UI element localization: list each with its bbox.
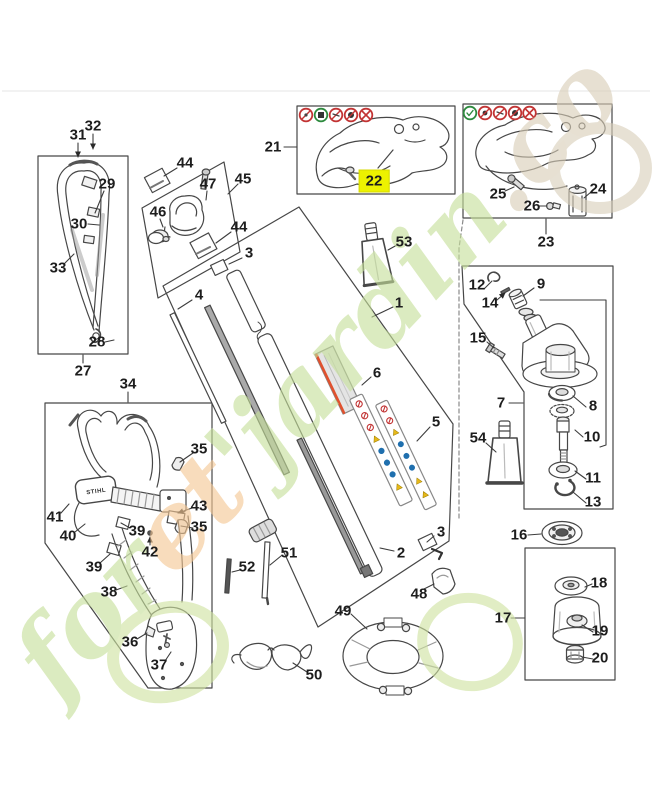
- prohibition-disc-icon: [343, 107, 359, 123]
- mandatory-check-icon: [462, 105, 478, 121]
- part-mowing-head-group: [552, 576, 602, 664]
- prohibition-saw-icon: [492, 105, 508, 121]
- dashed-connector: [458, 219, 464, 521]
- part-goggles-50: [231, 642, 313, 671]
- part-clamp-group: [143, 167, 229, 276]
- leader-22: [377, 149, 394, 169]
- part-plug-48: [431, 567, 456, 595]
- prohibition-saw-icon: [328, 107, 344, 123]
- box-housing-23: [462, 103, 613, 219]
- box-gearbox: [461, 265, 614, 510]
- watermark-swirl: [417, 592, 523, 692]
- prohibition-cross-icon: [522, 105, 537, 121]
- prohibition-cross-icon: [358, 107, 374, 123]
- part-pictogram-strip-a: [349, 393, 413, 507]
- leader-lines: [60, 133, 607, 673]
- box-drive-tube: [162, 206, 454, 628]
- part-label-22[interactable]: 22: [358, 169, 390, 193]
- part-pictogram-strip-b: [375, 399, 437, 511]
- box-mowing-head: [524, 547, 616, 681]
- box-double-harness: [44, 402, 213, 689]
- warning-icon-strip-right: [462, 105, 537, 121]
- part-gearbox-group: [485, 271, 598, 546]
- prohibition-icon: [477, 105, 493, 121]
- part-shoulder-strap: [56, 159, 111, 344]
- mandatory-square-icon: [313, 107, 329, 123]
- watermark-swirl: [548, 122, 652, 214]
- brand-label: STIHL: [86, 488, 106, 497]
- box-single-strap: [37, 155, 129, 355]
- part-drive-tube-set: [169, 269, 444, 579]
- part-grease-tube-54: [485, 420, 524, 485]
- prohibition-icon: [298, 107, 314, 123]
- part-pin-52: [224, 558, 232, 594]
- prohibition-disc-icon: [507, 105, 523, 121]
- part-grease-tube-53: [361, 222, 395, 288]
- part-label-sticker-6: [314, 345, 362, 415]
- box-housing-21: [296, 105, 456, 195]
- part-cleaning-rod-51: [248, 518, 277, 606]
- watermark-swirl: [107, 600, 229, 704]
- box-clamp-group: [141, 161, 241, 299]
- warning-icon-strip-left: [298, 107, 374, 123]
